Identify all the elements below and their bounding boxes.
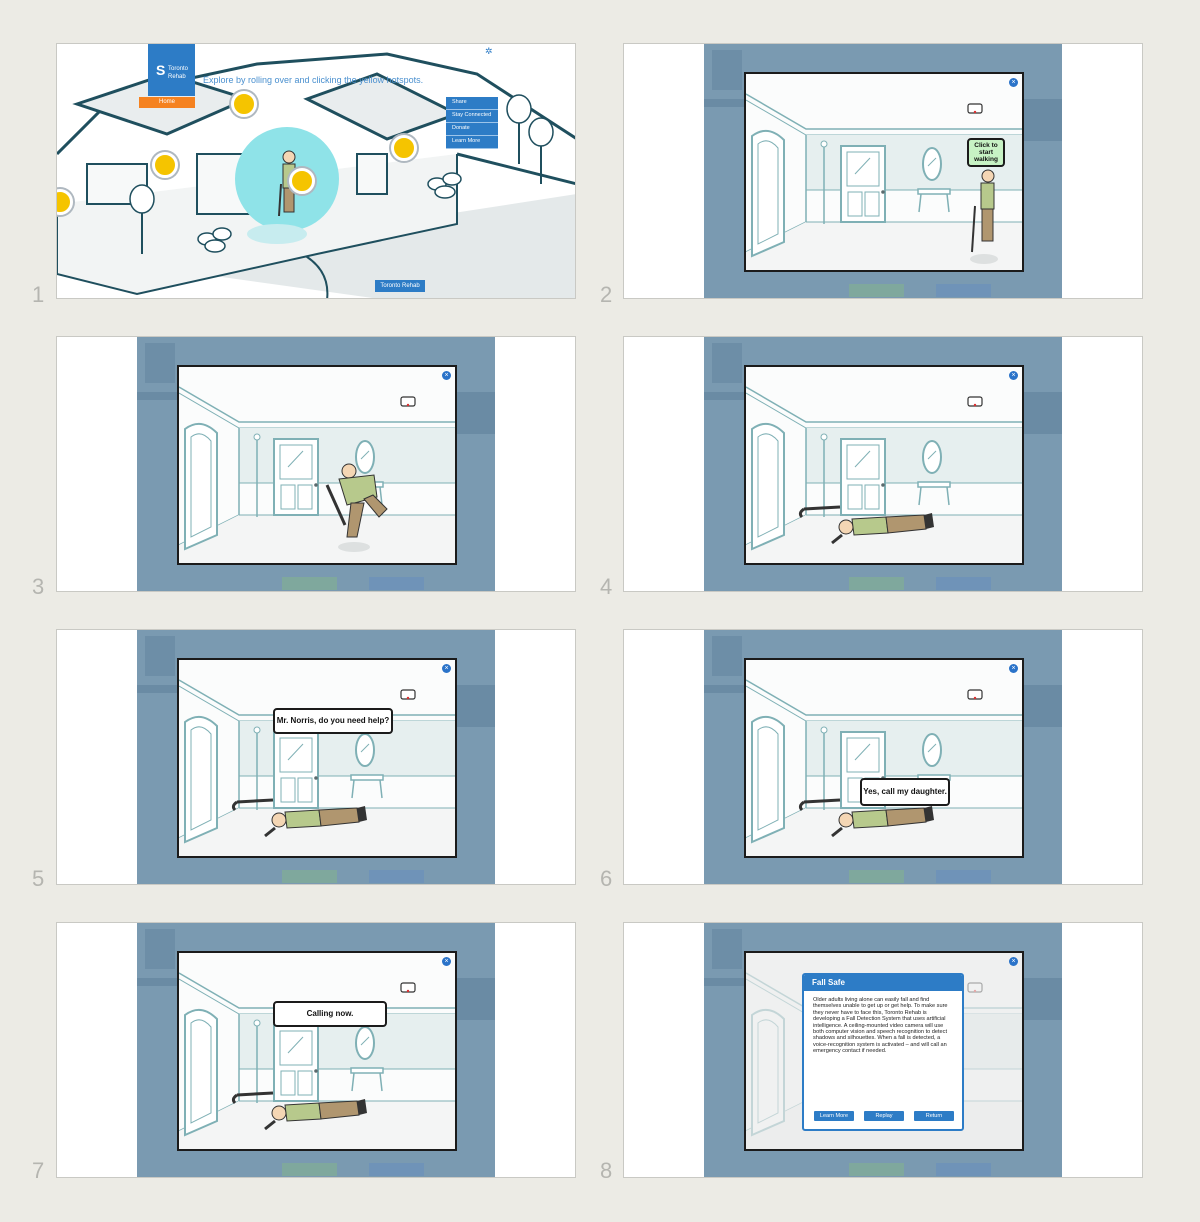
- hotspot-left-edge[interactable]: [57, 189, 73, 215]
- scene-modal: ×: [177, 365, 457, 565]
- frame-7-calling: × Calling now.: [56, 922, 576, 1178]
- logo-mark-icon: S: [156, 62, 166, 78]
- frame-1-home: S Toronto Rehab Home Explore by rolling …: [56, 43, 576, 299]
- fall-safe-info-card: Fall Safe Older adults living alone can …: [802, 973, 964, 1131]
- frame-number: 2: [600, 282, 613, 307]
- speech-bubble: Calling now.: [273, 1001, 387, 1027]
- frame-number: 7: [32, 1158, 45, 1183]
- hotspot-right-room[interactable]: [391, 135, 417, 161]
- hotspot-attic[interactable]: [231, 91, 257, 117]
- menu-item-share[interactable]: Share: [446, 97, 498, 110]
- explore-instructions: Explore by rolling over and clicking the…: [203, 75, 424, 85]
- frame-8-info: × Fall Safe Older adults living alone ca…: [623, 922, 1143, 1178]
- frame-number: 6: [600, 866, 613, 891]
- close-icon[interactable]: ×: [442, 957, 451, 966]
- hotspot-entrance[interactable]: [289, 168, 315, 194]
- info-title: Fall Safe: [804, 975, 962, 991]
- close-icon[interactable]: ×: [1009, 957, 1018, 966]
- frame-4-fallen: ×: [623, 336, 1143, 592]
- frame-number: 3: [32, 574, 45, 599]
- side-menu: Share Stay Connected Donate Learn More: [446, 97, 498, 149]
- replay-button[interactable]: Replay: [864, 1111, 904, 1121]
- scene-modal: ×: [744, 365, 1024, 565]
- fallen-man: [798, 505, 934, 545]
- hotspot-left-room[interactable]: [152, 152, 178, 178]
- return-button[interactable]: Return: [914, 1111, 954, 1121]
- settings-icon[interactable]: ✲: [485, 46, 493, 56]
- stumbling-man: [325, 463, 388, 552]
- menu-item-learn-more[interactable]: Learn More: [446, 136, 498, 149]
- fallen-man: [798, 798, 934, 838]
- scene-modal: × Calling now.: [177, 951, 457, 1151]
- learn-more-button[interactable]: Learn More: [814, 1111, 854, 1121]
- frame-number: 5: [32, 866, 45, 891]
- frame-number: 4: [600, 574, 613, 599]
- fallen-man: [231, 798, 367, 838]
- scene-modal: × Mr. Norris, do you need help?: [177, 658, 457, 858]
- frame-2-start-walking: × Click to start walking: [623, 43, 1143, 299]
- scene-modal: × Yes, call my daughter.: [744, 658, 1024, 858]
- menu-item-stay-connected[interactable]: Stay Connected: [446, 110, 498, 123]
- close-icon[interactable]: ×: [442, 664, 451, 673]
- close-icon[interactable]: ×: [1009, 664, 1018, 673]
- frame-6-man-responds: × Yes, call my daughter.: [623, 629, 1143, 885]
- frame-5-system-asks: × Mr. Norris, do you need help?: [56, 629, 576, 885]
- home-button[interactable]: Home: [139, 97, 195, 108]
- toronto-rehab-link[interactable]: Toronto Rehab: [375, 280, 425, 292]
- frame-3-stumbling: ×: [56, 336, 576, 592]
- close-icon[interactable]: ×: [442, 371, 451, 380]
- close-icon[interactable]: ×: [1009, 371, 1018, 380]
- toronto-rehab-logo[interactable]: S Toronto Rehab: [148, 44, 195, 96]
- close-icon[interactable]: ×: [1009, 78, 1018, 87]
- standing-man: [970, 169, 998, 264]
- info-body: Older adults living alone can easily fal…: [813, 997, 948, 1055]
- speech-bubble: Mr. Norris, do you need help?: [273, 708, 393, 734]
- menu-item-donate[interactable]: Donate: [446, 123, 498, 136]
- frame-number: 8: [600, 1158, 613, 1183]
- speech-bubble: Yes, call my daughter.: [860, 778, 950, 806]
- frame-number: 1: [32, 282, 45, 307]
- fallen-man: [231, 1091, 367, 1131]
- house-illustration: [57, 44, 575, 298]
- scene-modal: × Click to start walking: [744, 72, 1024, 272]
- start-walking-callout[interactable]: Click to start walking: [967, 138, 1007, 167]
